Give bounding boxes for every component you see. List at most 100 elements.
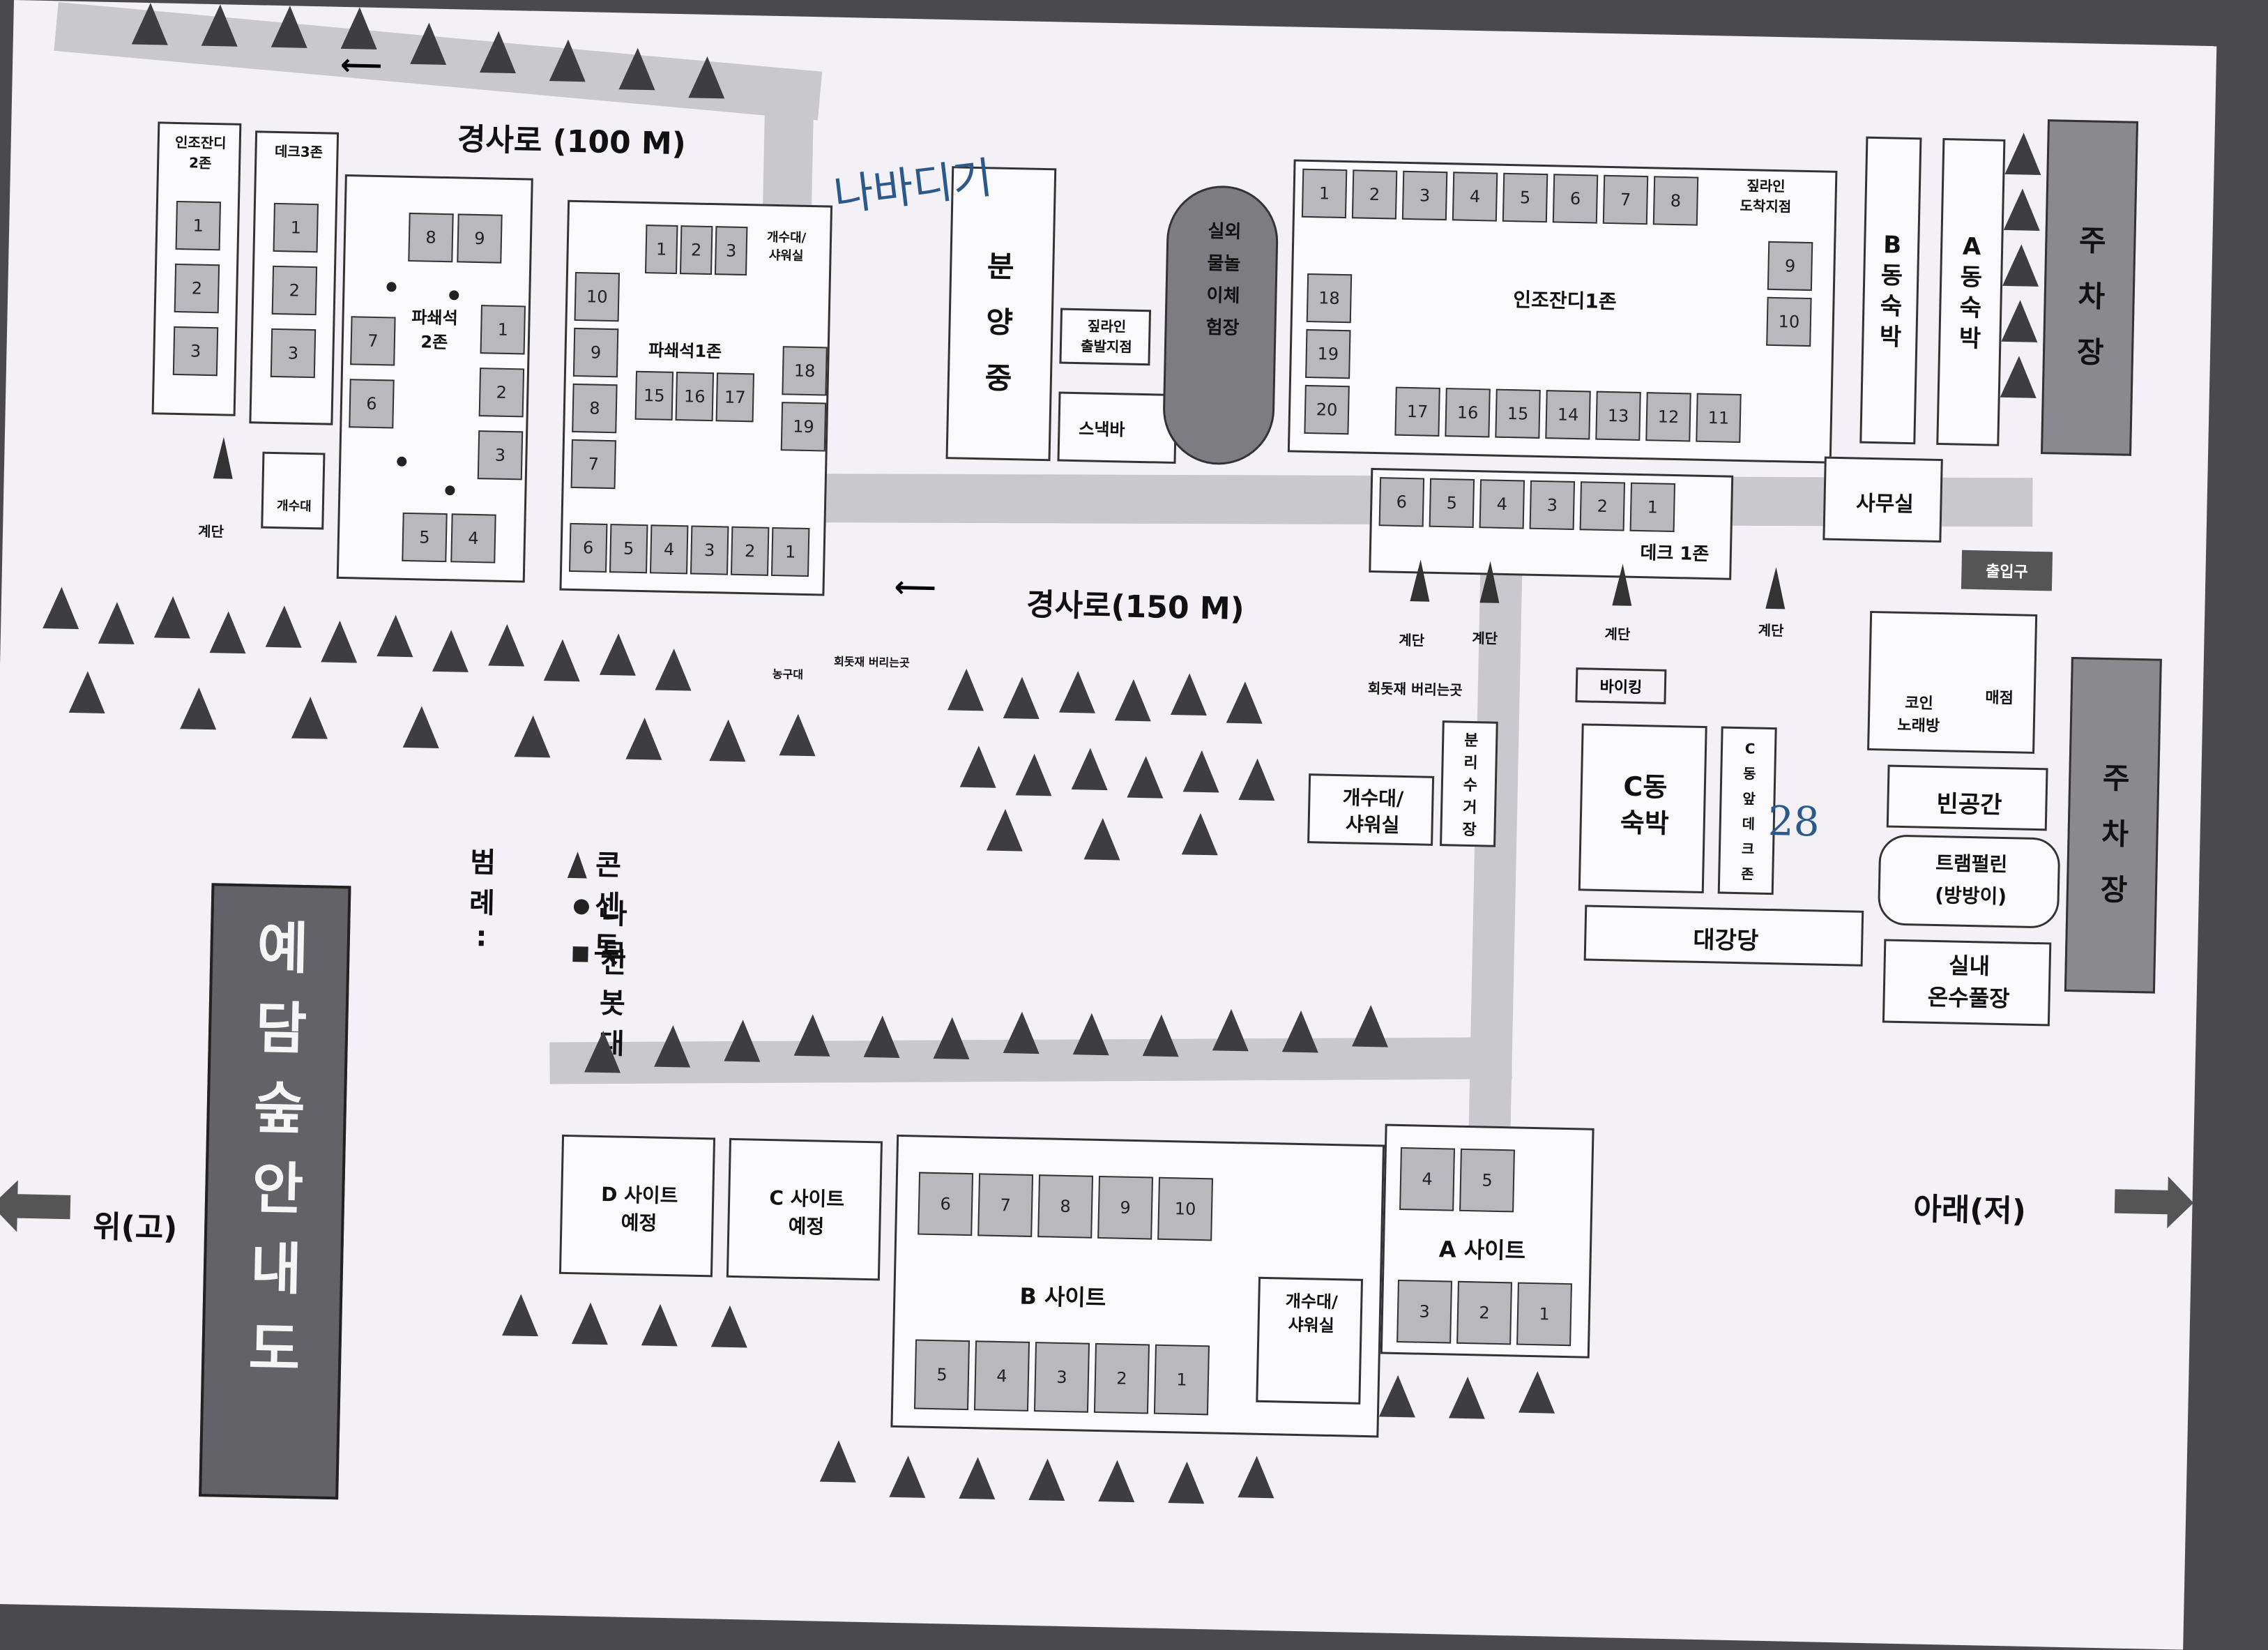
site-grass1-7[interactable]: 7	[1602, 174, 1649, 225]
site-grass1-5[interactable]: 5	[1502, 172, 1548, 223]
site-gravel1-8[interactable]: 8	[572, 383, 618, 434]
site-deck1-2[interactable]: 2	[1579, 481, 1626, 531]
site-a-5[interactable]: 5	[1459, 1148, 1515, 1213]
site-gravel1-b4[interactable]: 4	[649, 524, 689, 575]
site-grass1-20[interactable]: 20	[1304, 384, 1350, 435]
site-grass1-15[interactable]: 15	[1495, 388, 1541, 439]
site-gravel2-2[interactable]: 2	[478, 368, 525, 418]
site-grass1-13[interactable]: 13	[1595, 391, 1641, 441]
c-front-deck-label: C 동 앞 데 크 존	[1740, 740, 1756, 883]
selling-label: 분 양 중	[984, 249, 1015, 396]
site-gravel2-1[interactable]: 1	[480, 305, 526, 355]
direction-right: 아래(저)	[1912, 1191, 2027, 1229]
site-b-10[interactable]: 10	[1157, 1176, 1213, 1241]
site-gravel1-b5[interactable]: 5	[609, 524, 648, 574]
site-a-2[interactable]: 2	[1456, 1280, 1512, 1345]
site-gravel1-19[interactable]: 19	[780, 402, 827, 452]
site-a-3[interactable]: 3	[1396, 1279, 1452, 1344]
stairs-label: 계단	[1758, 621, 1784, 639]
site-b-8[interactable]: 8	[1037, 1174, 1094, 1239]
site-grass1-19[interactable]: 19	[1305, 328, 1351, 379]
site-gravel1-top-3[interactable]: 3	[714, 226, 748, 276]
site-deck3-3[interactable]: 3	[270, 328, 317, 379]
site-deck1-1[interactable]: 1	[1629, 482, 1676, 533]
snack-bar: 스낵바	[1057, 391, 1178, 464]
site-b-9[interactable]: 9	[1097, 1175, 1154, 1240]
trampoline-box: 트램펄린 (방방이)	[1877, 834, 2061, 929]
d-site-box: D 사이트 예정	[558, 1134, 716, 1278]
zone-deck-3: 데크3존 1 2 3	[249, 130, 340, 425]
map-title: 예담숲 안내도	[248, 915, 310, 1383]
site-deck3-1[interactable]: 1	[273, 202, 319, 253]
zone-gravel-2-title: 파쇄석 2존	[411, 308, 458, 353]
site-gravel1-b3[interactable]: 3	[690, 525, 729, 575]
site-grass1-12[interactable]: 12	[1645, 392, 1691, 442]
site-grass1-6[interactable]: 6	[1552, 174, 1599, 224]
site-grass1-17[interactable]: 17	[1394, 386, 1440, 437]
site-gravel1-top-1[interactable]: 1	[644, 225, 678, 275]
site-grass1-3[interactable]: 3	[1401, 170, 1448, 221]
outlet-icon	[1765, 566, 1786, 610]
site-deck1-3[interactable]: 3	[1529, 480, 1576, 531]
site-deck1-5[interactable]: 5	[1429, 478, 1475, 529]
site-b-5[interactable]: 5	[913, 1339, 971, 1411]
site-b-4[interactable]: 4	[973, 1340, 1030, 1411]
zone-selling: 분 양 중	[945, 166, 1057, 462]
gravel1-sink-shower: 개수대/ 샤워실	[766, 229, 807, 264]
site-gravel1-15[interactable]: 15	[634, 370, 674, 421]
site-gravel1-16[interactable]: 16	[675, 372, 715, 422]
site-grass2-3[interactable]: 3	[172, 326, 219, 377]
site-gravel1-b6[interactable]: 6	[569, 522, 608, 573]
separate-collection-box: 분 리 수 거 장	[1440, 720, 1498, 847]
direction-left: 위(고)	[92, 1209, 178, 1247]
site-grass1-2[interactable]: 2	[1351, 169, 1398, 220]
site-grass1-16[interactable]: 16	[1445, 388, 1491, 438]
site-gravel2-8[interactable]: 8	[408, 212, 454, 263]
site-gravel1-17[interactable]: 17	[715, 372, 755, 423]
site-b-2[interactable]: 2	[1093, 1342, 1150, 1414]
site-grass1-9[interactable]: 9	[1767, 241, 1813, 292]
site-deck1-6[interactable]: 6	[1378, 477, 1425, 527]
site-grass1-14[interactable]: 14	[1545, 390, 1591, 440]
site-gravel1-9[interactable]: 9	[572, 327, 619, 378]
site-grass2-2[interactable]: 2	[174, 263, 220, 314]
zone-grass-2-title: 인조잔디 2존	[174, 133, 227, 172]
site-gravel1-top-2[interactable]: 2	[679, 225, 713, 275]
site-gravel1-10[interactable]: 10	[574, 271, 620, 322]
sink-shower-mid-box: 개수대/ 샤워실	[1307, 773, 1435, 846]
site-gravel2-3[interactable]: 3	[477, 430, 524, 480]
site-gravel2-5[interactable]: 5	[402, 512, 448, 563]
slope-label-top: 경사로 (100 M)	[457, 121, 687, 162]
site-deck3-2[interactable]: 2	[271, 265, 318, 316]
site-b-7[interactable]: 7	[977, 1173, 1034, 1237]
site-gravel2-6[interactable]: 6	[349, 379, 395, 429]
site-gravel2-7[interactable]: 7	[350, 316, 396, 366]
site-grass1-4[interactable]: 4	[1452, 172, 1498, 222]
site-gravel1-b2[interactable]: 2	[730, 526, 770, 576]
c-site-label: C 사이트 예정	[769, 1186, 845, 1239]
site-gravel1-18[interactable]: 18	[782, 346, 828, 396]
parking-top-label: 주 차 장	[2076, 223, 2107, 370]
site-grass2-1[interactable]: 1	[175, 200, 222, 251]
site-gravel2-9[interactable]: 9	[457, 213, 503, 264]
site-grass1-10[interactable]: 10	[1766, 296, 1812, 347]
site-grass1-1[interactable]: 1	[1301, 168, 1348, 219]
site-gravel2-4[interactable]: 4	[450, 513, 496, 563]
stairs-label: 계단	[1604, 625, 1631, 643]
site-b-6[interactable]: 6	[918, 1172, 974, 1236]
site-grass1-18[interactable]: 18	[1306, 273, 1353, 324]
site-b-3[interactable]: 3	[1033, 1342, 1090, 1413]
site-grass1-8[interactable]: 8	[1652, 176, 1699, 226]
pole-legend-icon	[572, 946, 588, 962]
site-a-1[interactable]: 1	[1516, 1282, 1572, 1347]
outlet-icon	[1479, 561, 1500, 603]
site-grass1-11[interactable]: 11	[1696, 393, 1742, 443]
site-deck1-4[interactable]: 4	[1479, 479, 1525, 529]
site-gravel1-b1[interactable]: 1	[770, 527, 810, 577]
map-title-banner: 예담숲 안내도	[199, 883, 351, 1500]
c-lodging-box: C동 숙박	[1578, 723, 1707, 894]
site-a-4[interactable]: 4	[1399, 1147, 1455, 1211]
site-gravel1-7[interactable]: 7	[570, 439, 616, 490]
site-b-1[interactable]: 1	[1153, 1344, 1210, 1416]
a-lodging-label: A 동 숙 박	[1958, 232, 1983, 354]
